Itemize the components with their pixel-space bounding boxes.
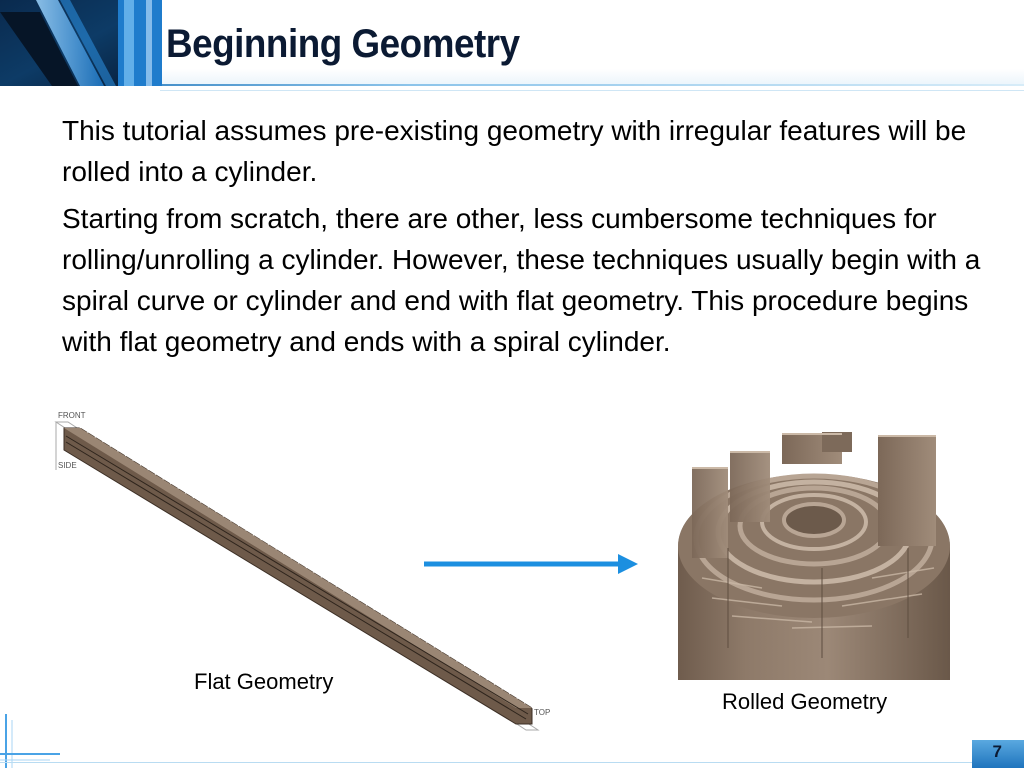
footer-rule xyxy=(0,762,972,763)
corner-lines xyxy=(0,714,60,768)
page-number-box xyxy=(972,740,1024,768)
paragraph-2: Starting from scratch, there are other, … xyxy=(62,203,981,357)
body-text: This tutorial assumes pre-existing geome… xyxy=(62,110,982,368)
caption-rolled-geometry: Rolled Geometry xyxy=(722,689,888,714)
header-band xyxy=(0,0,1024,86)
caption-flat-geometry: Flat Geometry xyxy=(194,669,334,694)
logo-swoosh xyxy=(0,0,162,86)
header-rule-secondary xyxy=(160,90,1024,91)
view-label-front: FRONT xyxy=(58,411,86,420)
header-rule xyxy=(0,84,1024,86)
page-number: 7 xyxy=(992,742,1002,761)
view-label-top: TOP xyxy=(534,708,550,717)
view-label-side: SIDE xyxy=(58,461,77,470)
arrow-right-icon xyxy=(424,554,638,574)
page-title: Beginning Geometry xyxy=(166,22,520,66)
flat-geometry-image: FRONT SIDE TOP xyxy=(54,411,550,731)
paragraph-1: This tutorial assumes pre-existing geome… xyxy=(62,115,967,187)
strip-teeth xyxy=(79,423,536,709)
rolled-geometry-image xyxy=(678,432,950,680)
